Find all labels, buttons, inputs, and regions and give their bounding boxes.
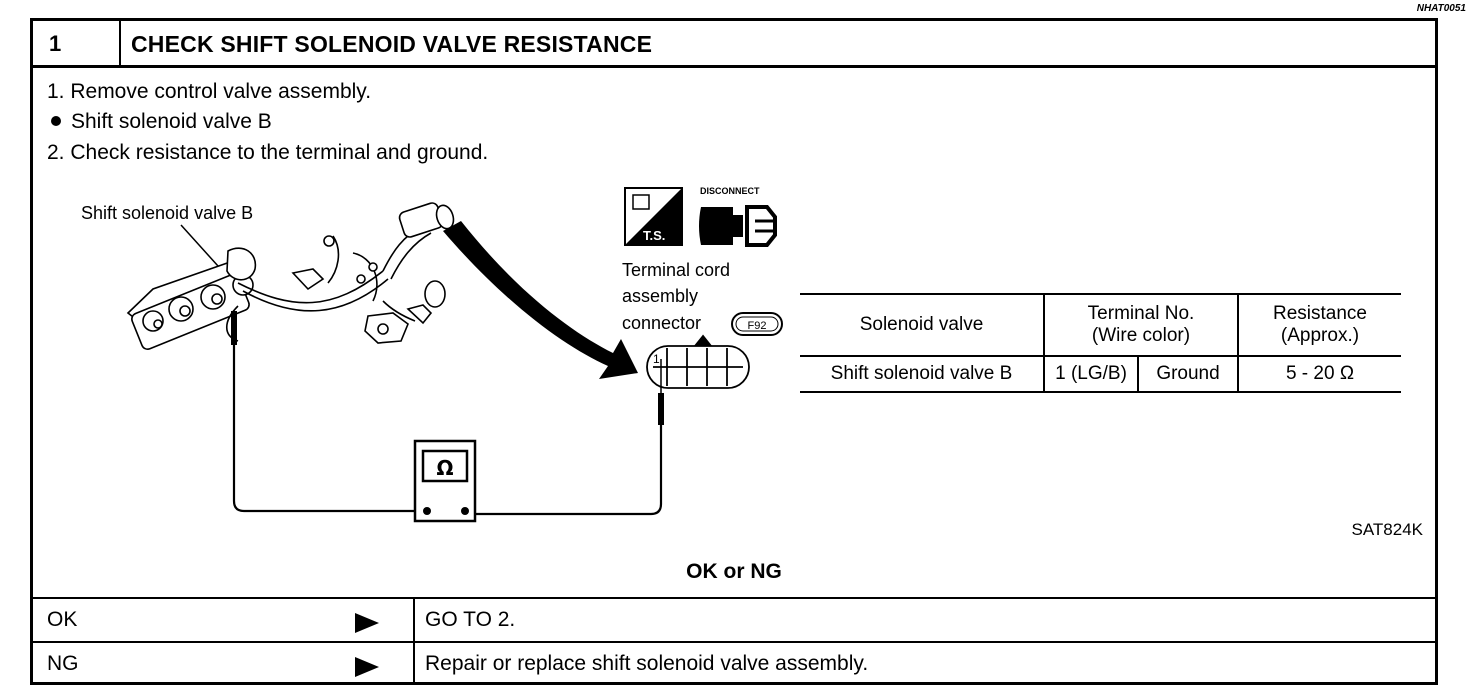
probe-left (231, 311, 237, 345)
connector-code-badge: F92 (731, 312, 783, 336)
result-ng-label: NG (47, 652, 79, 675)
result-divider (413, 643, 415, 685)
lead-wire-right (471, 425, 663, 516)
header-resistance-line-1: Resistance (1273, 303, 1367, 324)
connector-label-line-1: Terminal cord (622, 260, 730, 280)
cell-terminal-b: Ground (1137, 356, 1238, 392)
ts-icon: T.S. (624, 187, 683, 246)
connector-label-line-3: connector (622, 313, 701, 333)
header-terminal-line-2: (Wire color) (1091, 325, 1191, 346)
solenoid-valve-illustration (126, 202, 455, 350)
connector-face (646, 334, 750, 389)
header-terminal-line-1: Terminal No. (1087, 303, 1195, 324)
header-solenoid: Solenoid valve (859, 314, 984, 335)
spec-table: Solenoid valve Terminal No. (Wire color)… (800, 293, 1401, 393)
disconnect-icon: DISCONNECT (699, 186, 777, 247)
ts-icon-text: T.S. (643, 228, 665, 243)
probe-right (658, 393, 664, 425)
step-title: CHECK SHIFT SOLENOID VALVE RESISTANCE (131, 31, 653, 57)
result-divider (413, 599, 415, 641)
result-ok-action: GO TO 2. (425, 608, 516, 631)
cell-solenoid: Shift solenoid valve B (830, 363, 1013, 384)
document-id: NHAT0051 (1416, 3, 1466, 14)
solenoid-leader-line (180, 224, 219, 267)
instruction-bullet: Shift solenoid valve B (47, 110, 272, 134)
instruction-2: 2. Check resistance to the terminal and … (47, 141, 489, 164)
solenoid-label: Shift solenoid valve B (81, 203, 253, 223)
ohmmeter-icon: Ω (413, 439, 477, 523)
pin-label: 1 (653, 352, 660, 366)
wiring-diagram: Shift solenoid valve B (81, 186, 1424, 539)
result-ng-action: Repair or replace shift solenoid valve a… (425, 652, 869, 675)
ok-or-ng-title: OK or NG (686, 560, 782, 583)
curved-arrow-icon (443, 221, 638, 379)
step-number: 1 (33, 21, 121, 65)
lead-wire-left (232, 345, 423, 513)
ohm-symbol: Ω (436, 456, 453, 480)
cell-resistance: 5 - 20 Ω (1237, 356, 1401, 392)
step-header: 1 CHECK SHIFT SOLENOID VALVE RESISTANCE (33, 21, 1435, 68)
figure-code: SAT824K (1351, 520, 1423, 539)
result-ok-label: OK (47, 608, 78, 631)
header-terminal: Terminal No. (Wire color) (1043, 294, 1238, 356)
header-resistance: Resistance (Approx.) (1237, 294, 1401, 356)
result-row-ok: OK GO TO 2. (33, 597, 1435, 641)
instruction-1: 1. Remove control valve assembly. (47, 80, 372, 103)
disconnect-icon-text: DISCONNECT (700, 186, 760, 196)
right-triangle-arrow-icon (355, 613, 379, 633)
connector-code: F92 (748, 320, 767, 332)
header-resistance-line-2: (Approx.) (1280, 325, 1360, 346)
instruction-bullet-text: Shift solenoid valve B (71, 110, 272, 133)
spec-table-row: Shift solenoid valve B 1 (LG/B) Ground 5… (800, 356, 1401, 392)
inspection-step-frame: 1 CHECK SHIFT SOLENOID VALVE RESISTANCE … (30, 18, 1438, 685)
result-row-ng: NG Repair or replace shift solenoid valv… (33, 641, 1435, 685)
spec-table-header-row: Solenoid valve Terminal No. (Wire color)… (800, 294, 1401, 356)
bullet-dot-icon (51, 116, 61, 127)
right-triangle-arrow-icon (355, 657, 379, 677)
cell-terminal-a: 1 (LG/B) (1043, 356, 1138, 392)
connector-label-line-2: assembly (622, 286, 698, 306)
